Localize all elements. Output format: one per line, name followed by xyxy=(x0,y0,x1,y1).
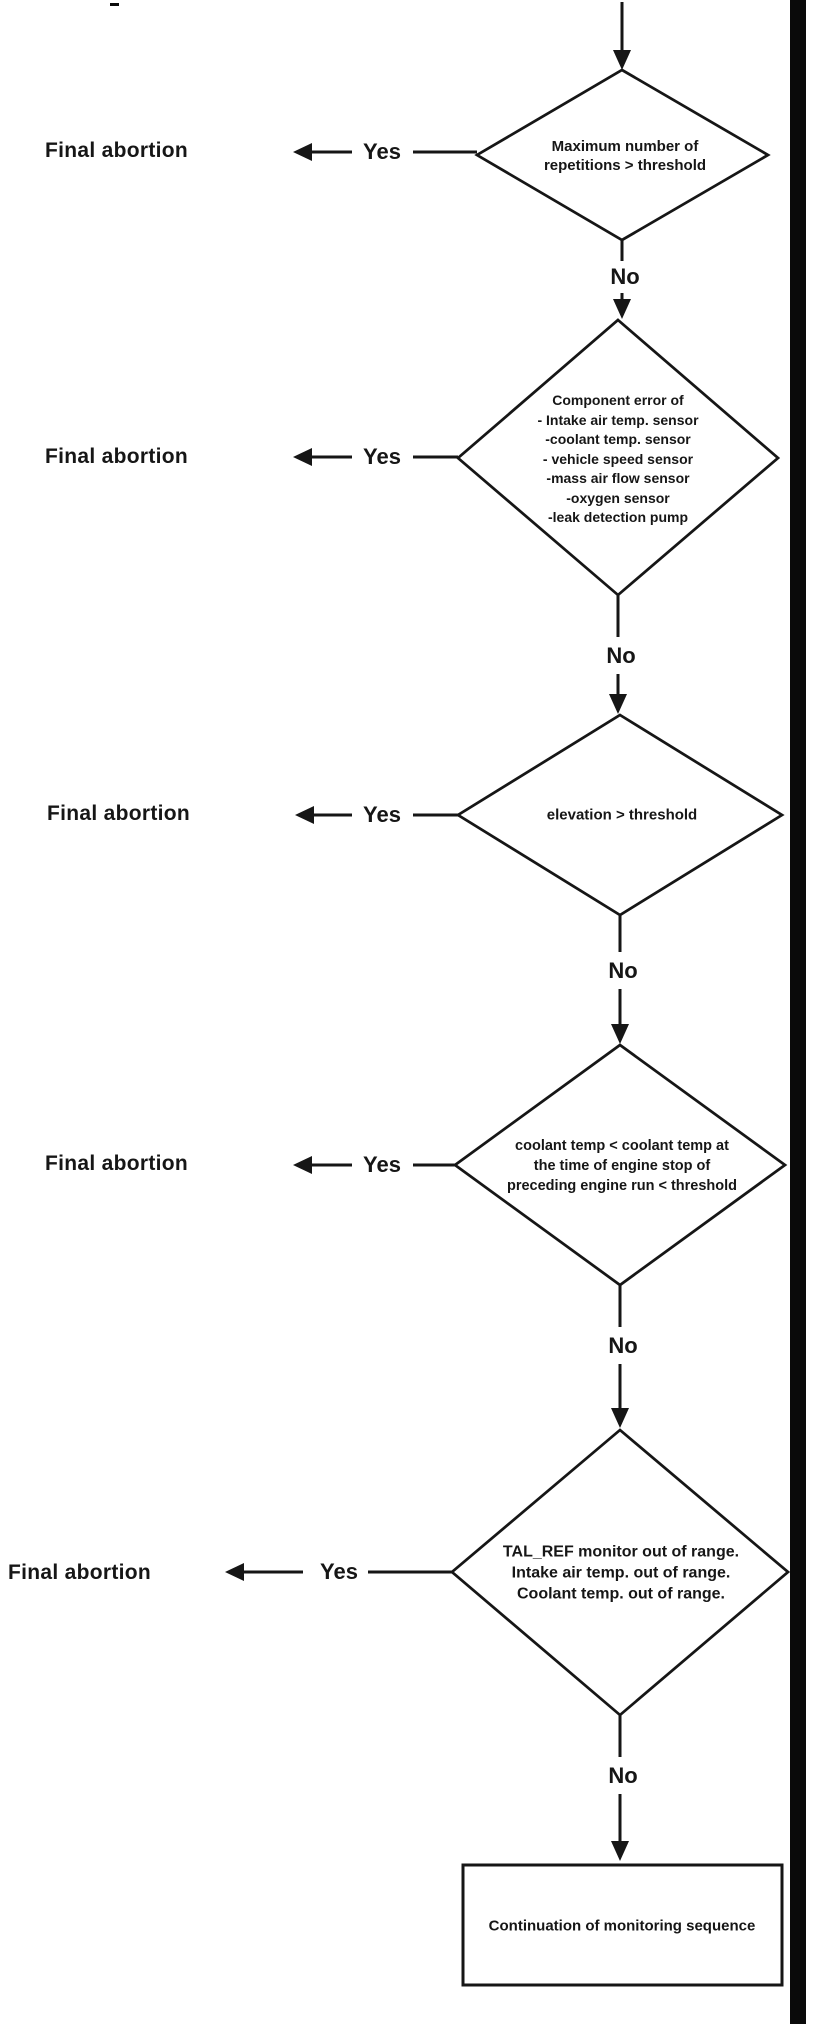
terminal-box-label: Continuation of monitoring sequence xyxy=(488,1917,756,1935)
no-label-3: No xyxy=(608,958,638,983)
yes-label-4: Yes xyxy=(363,1152,401,1177)
yes-label-1: Yes xyxy=(363,139,401,164)
yes-3-arrowhead-icon xyxy=(295,806,314,824)
yes-1-arrowhead-icon xyxy=(293,143,312,161)
final-abortion-label-2: Final abortion xyxy=(45,445,189,468)
no-4-arrowhead-icon xyxy=(611,1408,629,1428)
final-abortion-label-4: Final abortion xyxy=(45,1152,189,1175)
no-label-1: No xyxy=(610,264,640,289)
final-abortion-label-1: Final abortion xyxy=(45,139,189,162)
yes-4-arrowhead-icon xyxy=(293,1156,312,1174)
final-abortion-label-3: Final abortion xyxy=(47,802,191,825)
no-label-2: No xyxy=(606,643,636,668)
no-label-4: No xyxy=(608,1333,638,1358)
no-label-5: No xyxy=(608,1763,638,1788)
final-abortion-label-5: Final abortion xyxy=(8,1561,152,1584)
yes-label-3: Yes xyxy=(363,802,401,827)
decision-4-condition: coolant temp < coolant temp at the time … xyxy=(506,1138,738,1194)
terminal-box xyxy=(461,1863,784,1987)
yes-label-5: Yes xyxy=(320,1559,358,1584)
no-5-arrowhead-icon xyxy=(611,1841,629,1861)
entry-arrowhead-icon xyxy=(613,50,631,70)
decision-5-condition: TAL_REF monitor out of range. Intake air… xyxy=(502,1543,740,1603)
yes-label-2: Yes xyxy=(363,444,401,469)
page-right-border xyxy=(790,0,806,2024)
decision-3-condition: elevation > threshold xyxy=(546,806,698,824)
yes-5-arrowhead-icon xyxy=(225,1563,244,1581)
no-2-arrowhead-icon xyxy=(609,694,627,714)
no-3-arrowhead-icon xyxy=(611,1024,629,1044)
scan-dash-artifact xyxy=(110,3,119,6)
yes-2-arrowhead-icon xyxy=(293,448,312,466)
no-1-arrowhead-icon xyxy=(613,299,631,319)
decision-1-condition: Maximum number of repetitions > threshol… xyxy=(543,138,707,174)
decision-2-condition: Component error of - Intake air temp. se… xyxy=(537,391,699,525)
